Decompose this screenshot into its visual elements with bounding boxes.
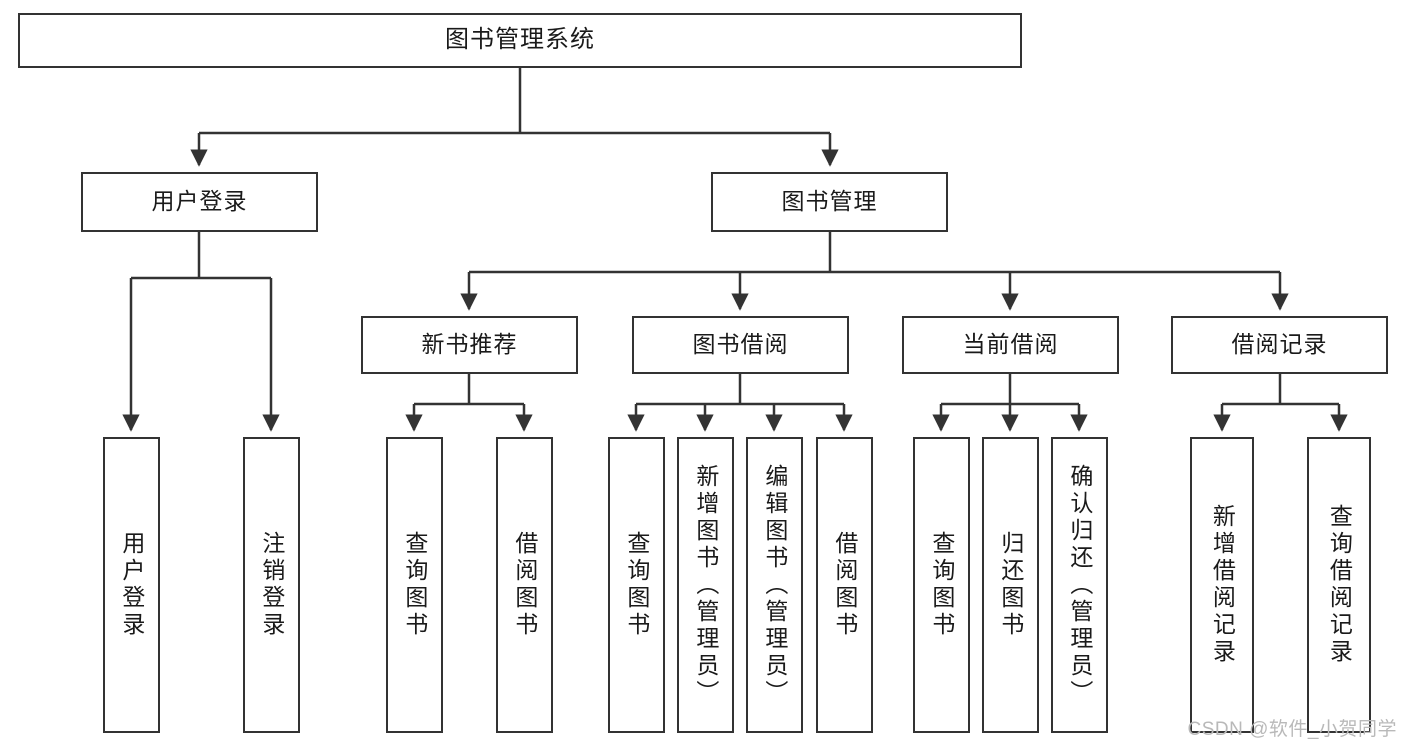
leaf-borrow-add-book-admin[interactable]: 新增图书（管理员） [677,437,734,733]
node-user-login[interactable]: 用户登录 [81,172,318,232]
leaf-borrow-borrow-book[interactable]: 借阅图书 [816,437,873,733]
node-current-borrow[interactable]: 当前借阅 [902,316,1119,374]
node-book-management[interactable]: 图书管理 [711,172,948,232]
node-borrow-record[interactable]: 借阅记录 [1171,316,1388,374]
leaf-current-return-book[interactable]: 归还图书 [982,437,1039,733]
leaf-recommend-query-book[interactable]: 查询图书 [386,437,443,733]
leaf-user-login-signin[interactable]: 用户登录 [103,437,160,733]
leaf-record-add-record[interactable]: 新增借阅记录 [1190,437,1254,733]
leaf-user-login-signout[interactable]: 注销登录 [243,437,300,733]
leaf-borrow-edit-book-admin[interactable]: 编辑图书（管理员） [746,437,803,733]
node-new-book-recommend[interactable]: 新书推荐 [361,316,578,374]
leaf-record-query-record[interactable]: 查询借阅记录 [1307,437,1371,733]
node-book-borrow[interactable]: 图书借阅 [632,316,849,374]
leaf-borrow-query-book[interactable]: 查询图书 [608,437,665,733]
leaf-current-query-book[interactable]: 查询图书 [913,437,970,733]
node-root-system[interactable]: 图书管理系统 [18,13,1022,68]
csdn-watermark: CSDN @软件_小贺同学 [1187,719,1397,740]
leaf-current-confirm-return-admin[interactable]: 确认归还（管理员） [1051,437,1108,733]
leaf-recommend-borrow-book[interactable]: 借阅图书 [496,437,553,733]
